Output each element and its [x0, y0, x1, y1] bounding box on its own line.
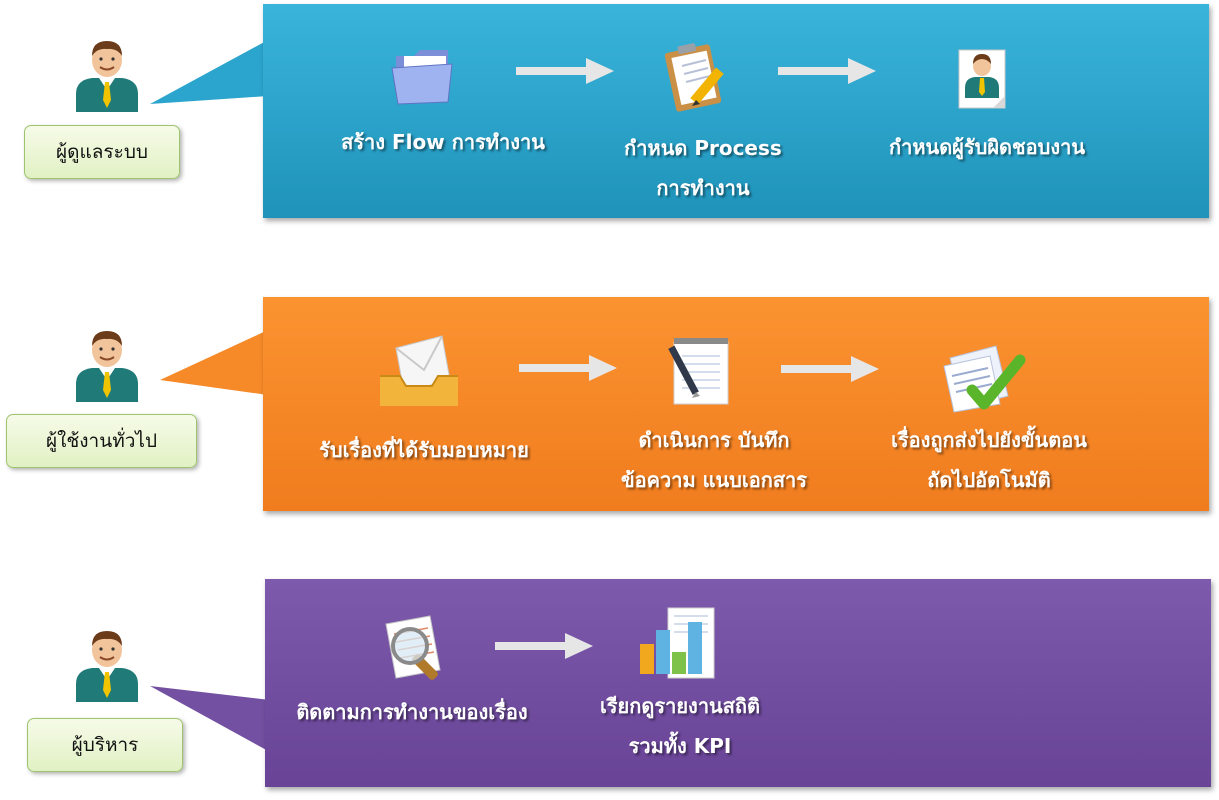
exec-person-icon [76, 631, 138, 702]
magnifier-document-icon [385, 615, 441, 680]
user-card-icon [958, 49, 1006, 109]
arrow-icon [778, 58, 876, 84]
admin-person-icon [76, 41, 138, 112]
notepad-pen-icon [668, 338, 729, 405]
bar-chart-report-icon [640, 607, 715, 679]
step-user-1-label: รับเรื่องที่ได้รับมอบหมาย [319, 438, 529, 462]
clipboard-pencil-icon [664, 43, 724, 112]
arrow-icon [495, 633, 593, 659]
step-admin-2-label: กำหนด Process [624, 136, 782, 160]
exec-flow-band [265, 579, 1211, 787]
step-admin-1-label: สร้าง Flow การทำงาน [341, 130, 545, 154]
step-user-3-label-line2: ถัดไปอัตโนมัติ [927, 468, 1051, 492]
admin-flow-band [263, 4, 1209, 218]
document-check-icon [943, 345, 1026, 413]
step-user-2-label: ดำเนินการ บันทึก [638, 428, 790, 452]
step-admin-3-label: กำหนดผู้รับผิดชอบงาน [889, 135, 1085, 159]
arrow-icon [781, 356, 879, 382]
arrow-icon [519, 355, 617, 381]
pointer-admin [150, 40, 268, 104]
folder-icon [391, 50, 453, 105]
step-user-3-label: เรื่องถูกส่งไปยังขั้นตอน [891, 428, 1087, 452]
pointer-user [160, 330, 268, 395]
inbox-envelope-icon [380, 335, 458, 406]
step-admin-2-label-line2: การทำงาน [656, 176, 750, 200]
step-exec-1-label: ติดตามการทำงานของเรื่อง [296, 700, 528, 724]
role-admin: ผู้ดูแลระบบ [24, 125, 180, 179]
pointer-exec [150, 686, 270, 752]
arrow-icon [516, 58, 614, 84]
role-user: ผู้ใช้งานทั่วไป [6, 414, 197, 468]
step-exec-2-label: เรียกดูรายงานสถิติ [599, 694, 761, 718]
user-person-icon [76, 331, 138, 402]
step-exec-2-label-line2: รวมทั้ง KPI [628, 734, 732, 758]
step-user-2-label-line2: ข้อความ แนบเอกสาร [620, 468, 808, 492]
role-exec: ผู้บริหาร [27, 718, 183, 772]
